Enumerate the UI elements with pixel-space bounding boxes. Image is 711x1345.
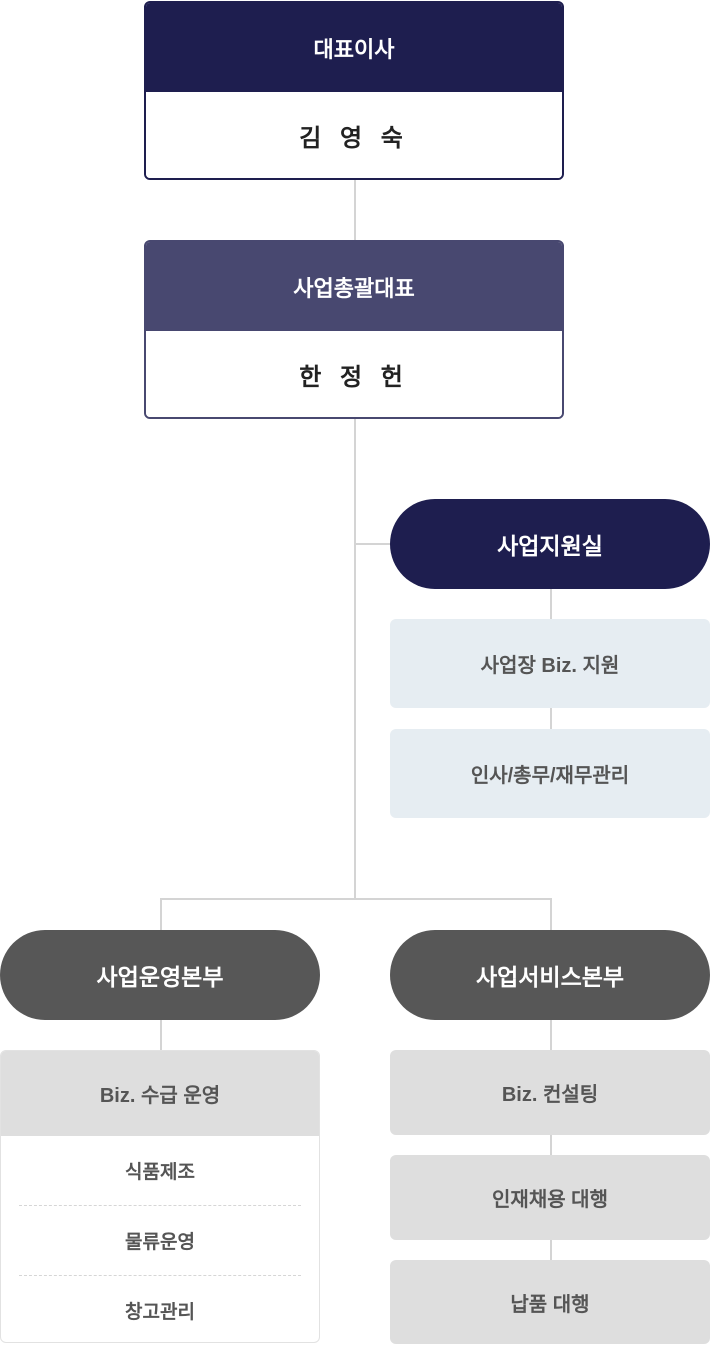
ops-item-warehouse: 창고관리 — [125, 1302, 195, 1323]
connector-services-drop — [550, 898, 552, 931]
services-item-recruit: 인재채용 대행 — [390, 1155, 710, 1240]
connector-divisions-horizontal — [160, 898, 551, 900]
services-item-consulting: Biz. 컨설팅 — [390, 1050, 710, 1135]
gm-card: 사업총괄대표 한 정 헌 — [144, 240, 564, 419]
connector-ops-sub — [160, 1019, 162, 1051]
gm-title: 사업총괄대표 — [146, 242, 562, 331]
services-division-pill: 사업서비스본부 — [390, 930, 710, 1020]
connector-ceo-gm — [354, 179, 356, 241]
support-item-biz: 사업장 Biz. 지원 — [390, 619, 710, 708]
gm-name: 한 정 헌 — [146, 331, 562, 417]
support-item-hr: 인사/총무/재무관리 — [390, 729, 710, 818]
connector-gm-trunk — [354, 418, 356, 899]
ops-item-logistics: 물류운영 — [125, 1232, 195, 1253]
support-office-pill: 사업지원실 — [390, 499, 710, 589]
ops-sub-list: Biz. 수급 운영 식품제조 물류운영 창고관리 — [0, 1050, 320, 1343]
ops-division-pill: 사업운영본부 — [0, 930, 320, 1020]
divider — [19, 1205, 301, 1206]
connector-services-items — [550, 1019, 552, 1261]
ops-sub-title: Biz. 수급 운영 — [1, 1051, 319, 1136]
ceo-name: 김 영 숙 — [146, 92, 562, 178]
ceo-title: 대표이사 — [146, 3, 562, 92]
divider — [19, 1275, 301, 1276]
ops-item-food: 식품제조 — [125, 1162, 195, 1183]
services-item-delivery: 납품 대행 — [390, 1260, 710, 1344]
connector-ops-drop — [160, 898, 162, 931]
connector-support-branch — [354, 543, 391, 545]
ceo-card: 대표이사 김 영 숙 — [144, 1, 564, 180]
